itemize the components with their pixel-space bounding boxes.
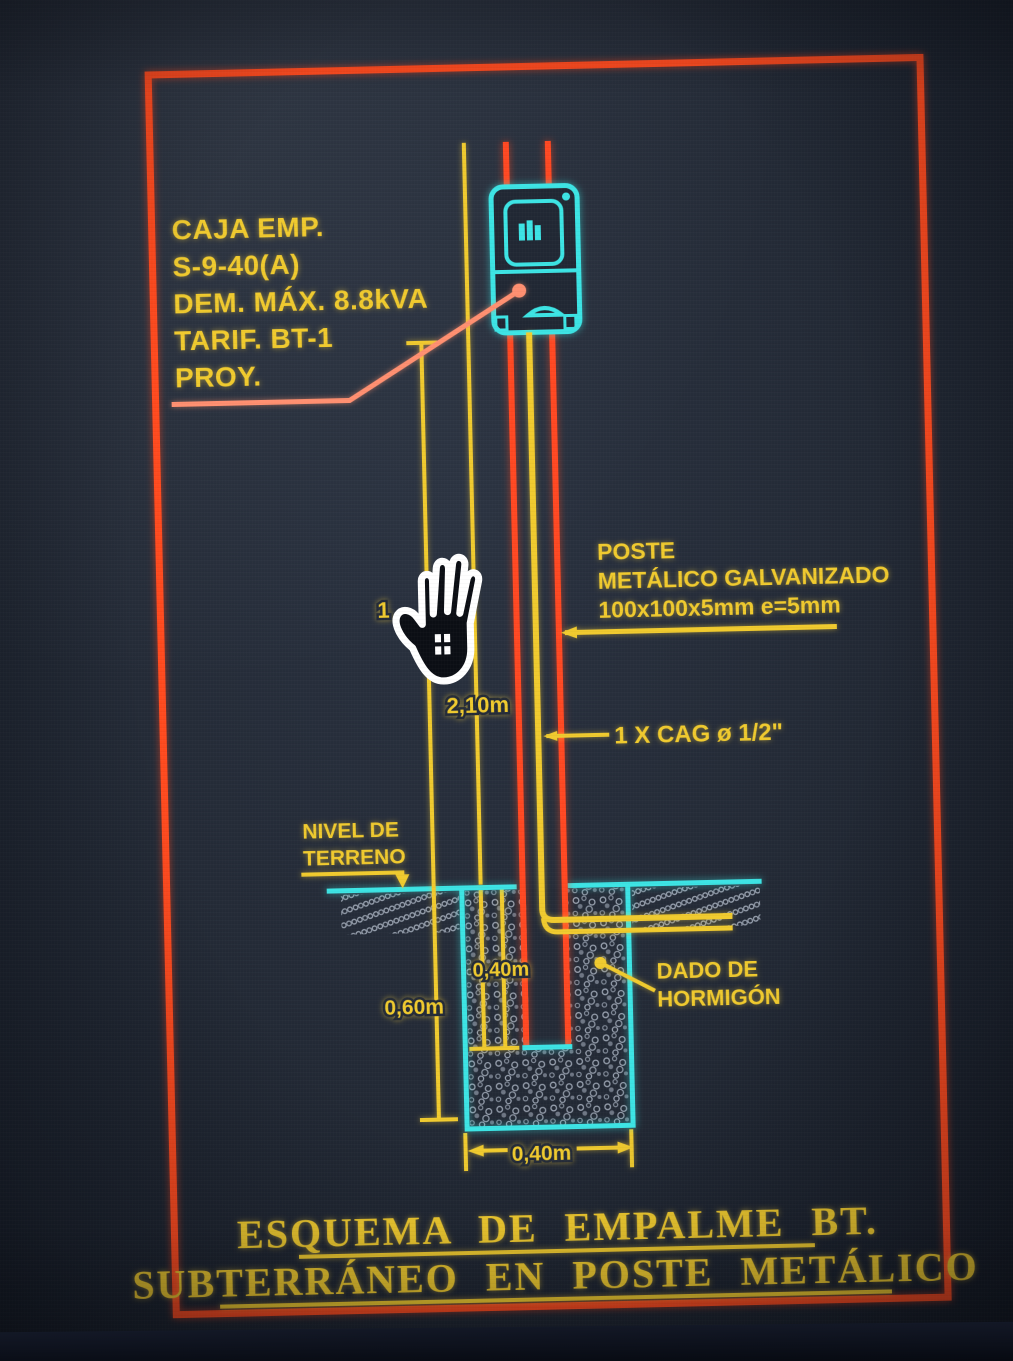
meter-tab-left xyxy=(494,315,509,332)
nivel-arrow xyxy=(395,874,410,889)
dado-leader xyxy=(603,963,656,993)
dimension-tick-bottom xyxy=(419,1117,458,1123)
label-conduit: 1 X CAG ø 1/2" xyxy=(614,719,783,750)
label-caja-line1: CAJA EMP. xyxy=(171,211,324,245)
dimension-tick-top xyxy=(406,340,438,346)
drawing-border-frame xyxy=(144,53,952,1319)
title-underline-2 xyxy=(220,1289,893,1309)
label-poste-line2: METÁLICO GALVANIZADO xyxy=(597,560,889,594)
nivel-underline xyxy=(301,870,405,877)
foundation-outline xyxy=(459,884,636,1132)
palm-grid xyxy=(434,633,451,655)
label-caja-line4: TARIF. BT-1 xyxy=(174,322,334,357)
title-underline-1 xyxy=(298,1243,815,1259)
meter-digit xyxy=(518,223,526,241)
poste-leader xyxy=(564,623,837,636)
label-dado-line1: DADO DE xyxy=(656,956,758,983)
width-extension-left xyxy=(463,1133,469,1172)
meter-lens xyxy=(522,306,568,318)
dim-total-height: 2,10m xyxy=(446,692,509,718)
ground-line-left xyxy=(326,884,517,894)
label-dado-line2: HORMIGÓN xyxy=(657,984,781,1012)
meter-tab-right xyxy=(563,313,578,331)
label-nivel-line2: TERRENO xyxy=(303,845,406,870)
conduit-leader-arrow xyxy=(543,730,558,741)
label-nivel-line1: NIVEL DE xyxy=(302,818,399,843)
earth-hatch-left xyxy=(340,892,460,935)
label-poste-line1: POSTE xyxy=(597,537,676,565)
embedment-foot-tick xyxy=(469,1045,520,1051)
ground-line-right xyxy=(567,878,762,889)
dim-foundation-width: 0,40m xyxy=(511,1142,571,1166)
poste-leader-arrow xyxy=(560,626,578,639)
embedment-dimension-line xyxy=(499,889,508,1047)
width-arrow-left xyxy=(467,1144,484,1157)
pan-hand-cursor xyxy=(392,553,483,685)
dado-leader-dot xyxy=(594,956,607,969)
label-caja-line3: DEM. MÁX. 8.8kVA xyxy=(173,283,429,320)
embedment-extension-line xyxy=(478,889,487,1047)
width-extension-right xyxy=(629,1129,635,1168)
meter-box xyxy=(488,183,583,336)
conduit-elbow xyxy=(526,332,733,923)
earth-hatch-right xyxy=(631,885,761,929)
meter-digit xyxy=(526,220,534,241)
width-arrow-right xyxy=(617,1141,634,1154)
label-caja-line5: PROY. xyxy=(175,360,262,393)
meter-divider xyxy=(492,268,579,275)
dim-pole-embedment: 0,40m xyxy=(472,959,529,982)
meter-digit xyxy=(534,225,542,241)
dim-partial-hidden: 1 xyxy=(377,598,390,623)
dimension-line-box-height xyxy=(419,342,441,1120)
meter-screw xyxy=(562,192,571,201)
dimension-line-total-height xyxy=(461,142,483,885)
label-poste-line3: 100x100x5mm e=5mm xyxy=(598,591,841,622)
conduit-elbow-inner xyxy=(540,917,733,935)
pole-shaft-void xyxy=(525,887,567,1047)
caja-leader xyxy=(171,283,527,408)
label-caja-line2: S-9-40(A) xyxy=(172,249,300,283)
meter-display-window xyxy=(503,198,565,267)
pole-bottom-cap xyxy=(522,1044,573,1051)
dim-foundation-depth: 0,60m xyxy=(384,996,444,1020)
